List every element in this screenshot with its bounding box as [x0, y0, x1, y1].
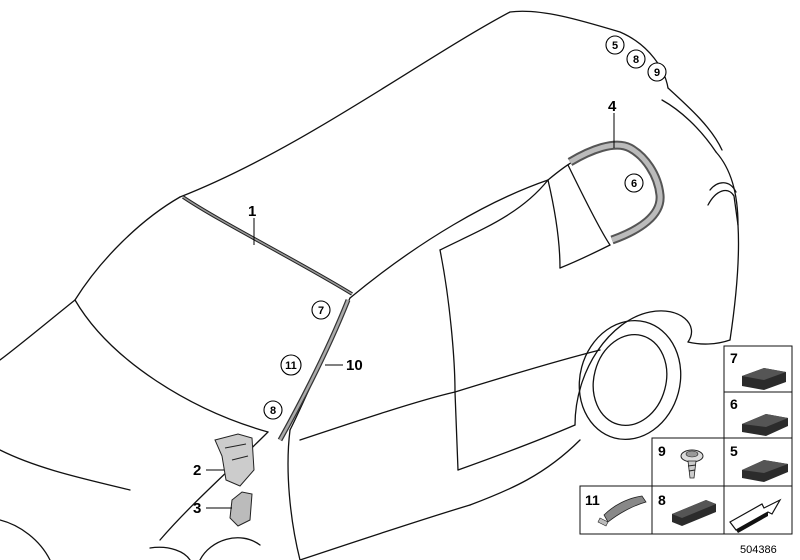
callout-4-label: 4 [608, 98, 617, 115]
callout-2-label: 2 [193, 462, 201, 479]
rear-window-trim [567, 140, 665, 245]
car-outline [0, 10, 740, 560]
table-cell-7: 7 [723, 345, 793, 393]
svg-text:11: 11 [285, 360, 297, 372]
circled-8-cowl: 8 [263, 400, 283, 420]
svg-text:7: 7 [318, 305, 324, 317]
callout-3-label: 3 [193, 500, 201, 517]
table-cell-11: 11 [579, 485, 653, 535]
bracket-part-2 [214, 433, 255, 487]
svg-text:6: 6 [631, 178, 637, 190]
table-cell-8: 8 [651, 485, 725, 535]
circled-7-pillar: 7 [311, 300, 331, 320]
reference-number: 504386 [740, 544, 777, 556]
svg-text:5: 5 [612, 40, 618, 52]
parts-table: 7 6 9 5 [579, 345, 793, 535]
table-cell-6: 6 [723, 391, 793, 439]
circled-5-roof: 5 [605, 35, 625, 55]
circled-9-roof: 9 [647, 62, 667, 82]
callout-4: 4 [608, 98, 617, 148]
svg-text:9: 9 [654, 67, 660, 79]
svg-text:8: 8 [633, 54, 639, 66]
callout-2: 2 [193, 462, 224, 479]
svg-text:8: 8 [270, 405, 276, 417]
callout-1: 1 [248, 203, 256, 245]
bracket-part-3 [229, 491, 253, 527]
callout-1-label: 1 [248, 203, 256, 220]
svg-text:8: 8 [658, 492, 666, 508]
callout-10-label: 10 [346, 357, 363, 374]
table-cell-9: 9 [651, 437, 725, 487]
callout-3: 3 [193, 500, 232, 517]
svg-text:6: 6 [730, 396, 738, 412]
svg-text:9: 9 [658, 443, 666, 459]
circled-11-pillar: 11 [280, 354, 302, 376]
svg-text:5: 5 [730, 443, 738, 459]
svg-text:11: 11 [585, 492, 600, 508]
table-cell-5: 5 [723, 437, 793, 487]
table-cell-arrow [723, 485, 793, 535]
screw-icon [680, 449, 704, 479]
arrow-icon [729, 498, 782, 533]
svg-text:7: 7 [730, 350, 738, 366]
a-pillar-trim [277, 299, 351, 442]
windshield-trim [182, 195, 353, 296]
callout-10: 10 [325, 357, 363, 374]
circled-6-window: 6 [624, 173, 644, 193]
circled-8-roof: 8 [626, 49, 646, 69]
